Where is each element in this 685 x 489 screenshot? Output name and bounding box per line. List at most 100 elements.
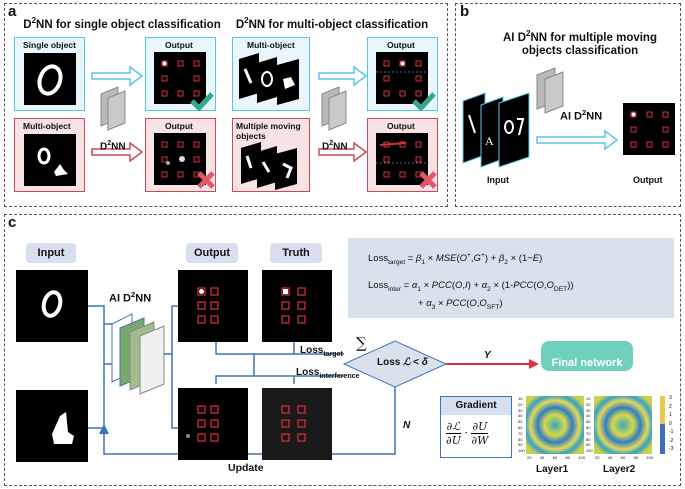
x-tick: 20 [527,455,532,460]
colorbar-tick: -3 [669,446,674,452]
colorbar-tick: 3 [669,395,672,401]
y-tick: 10 [586,396,591,401]
y-tick: 50 [518,419,523,425]
input-image-1 [16,270,88,342]
input-image-2 [16,390,88,462]
y-tick: 80 [518,436,523,442]
panel-b-label: b [460,3,470,20]
x-tick: 20 [595,455,600,460]
y-tick: 20 [586,401,591,407]
d2nn-label-a2: D2NN [322,140,348,153]
svg-text:A: A [485,134,494,148]
final-network: Final network [551,357,623,369]
x-tick: 60 [552,455,558,460]
multi-output-label-2: Output [387,40,415,50]
gradient-title: Gradient [455,400,497,411]
y-tick: 30 [518,407,523,413]
equation-box [348,238,674,318]
phase-maps [526,396,665,454]
y-tick: 70 [586,430,591,436]
detector-grid [197,287,219,324]
panel-b-title: AI D2NN for multiple moving objects clas… [503,29,657,57]
multi-output-label: Output [165,121,193,131]
moving-output-label: Output [387,121,415,131]
output-image-2 [178,388,248,460]
panel-a-label: a [8,3,17,20]
single-object-image [24,53,76,105]
multi-digit-glyph [37,147,68,176]
detector-grid [186,405,219,442]
panel-b-input-label: Input [487,175,509,185]
single-output-image [154,52,206,104]
layer1-x-ticks: 20 40 60 80 100 [527,455,585,460]
detector-grid [281,405,306,442]
moving-object-label: Multiple moving objects [236,121,301,141]
ai-d2nn-label: AI D2NN [109,290,152,305]
colorbar-ticks: 3 2 1 0 -1 -2 -3 [669,394,673,454]
y-tick: 10 [518,396,523,401]
update-label: Update [228,462,264,474]
y-tick: 100 [518,448,525,454]
layer2-label: Layer2 [603,464,636,475]
detector-grid [376,60,428,97]
x-tick: 40 [607,455,613,460]
x-tick: 80 [565,455,570,460]
panel-c-wiring [88,305,633,455]
layer2-x-ticks: 20 40 60 80 100 [595,455,653,460]
y-tick: 100 [586,448,593,454]
panel-c-label: c [8,214,17,231]
loss-condition: Loss ℒ < δ [377,357,428,368]
loss-inter-equation: Lossinter = α1 × PCC(O,I) + α2 × (1-PCC(… [368,280,574,293]
cross-icon [197,171,215,189]
panel-a [4,3,448,207]
loss-target-label: Losstarget [300,345,343,358]
digit-zero-glyph [37,64,63,96]
y-tick: 90 [518,442,523,448]
x-tick: 100 [646,455,653,460]
y-tick: 60 [586,424,591,430]
truth-pill: Truth [270,243,322,263]
output-pill: Output [186,243,238,263]
panel-b-graphic: A [462,67,675,168]
sum-symbol: ∑ [356,334,367,352]
colorbar-tick: 2 [669,403,672,410]
digit-zero-glyph [41,290,63,318]
moving-object-stack [241,142,297,190]
multi-object-image [24,134,76,186]
panel-c [4,214,681,486]
colorbar-tick: -2 [669,437,674,444]
detector-grid [161,141,200,178]
x-tick: 40 [539,455,545,460]
truth-image-2 [262,388,332,460]
loss-inter-equation-2: + α3 × PCC(O,OSFT) [418,298,503,311]
panel-b-output-label: Output [633,175,663,185]
truth-image-1 [262,270,332,342]
check-icon [190,92,214,111]
x-tick: 80 [633,455,638,460]
input-pill: Input [26,243,76,263]
multi-object-stack [239,53,299,105]
x-tick: 100 [578,455,585,460]
colorbar-tick: -1 [669,429,674,435]
panel-b-ai-d2nn: AI D2NN [560,108,603,123]
y-tick: 90 [586,442,591,448]
moving-object-glyph [52,412,74,444]
moving-output-image [376,133,428,185]
no-label: N [403,420,411,431]
layer1-label: Layer1 [536,464,569,475]
yes-label: Y [484,350,491,361]
y-tick: 80 [586,436,591,442]
gradient-formula: ∂ℒ∂U · ∂U∂W [446,420,489,447]
y-tick: 40 [518,413,523,419]
colorbar-tick: 0 [669,420,672,427]
y-tick: 40 [586,413,591,419]
multi-object-label: Multi-object [23,121,71,131]
y-tick: 30 [586,407,591,413]
loss-interference-label: Lossinterference [296,367,360,380]
x-tick: 60 [620,455,626,460]
detector-grid [281,287,306,324]
panel-a-title-multi: D2NN for multi-object classification [235,16,429,31]
multi-output-image-2 [376,52,428,104]
